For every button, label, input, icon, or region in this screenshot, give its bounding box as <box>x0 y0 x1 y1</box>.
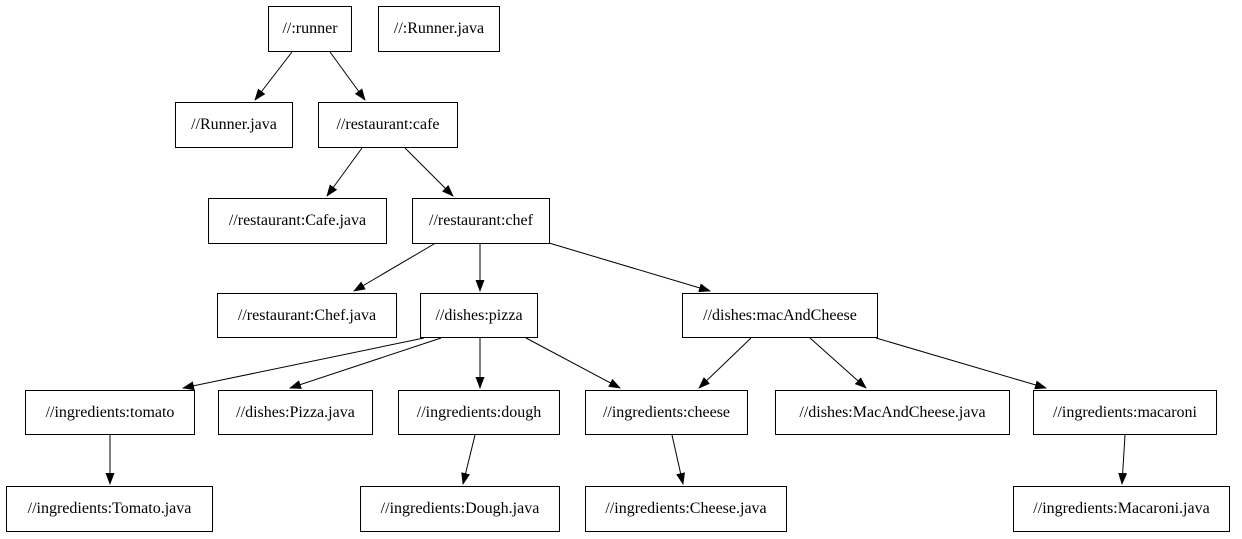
graph-node-chefJava: //restaurant:Chef.java <box>217 293 397 338</box>
graph-node-label: //:Runner.java <box>393 20 485 37</box>
graph-node-macaroni: //ingredients:macaroni <box>1033 390 1217 435</box>
graph-node-macaroniJava: //ingredients:Macaroni.java <box>1013 486 1230 532</box>
graph-node-label: //ingredients:Dough.java <box>380 500 540 517</box>
graph-node-runnerJavaRoot: //:Runner.java <box>378 6 500 52</box>
graph-node-runnerJava: //Runner.java <box>175 102 293 148</box>
graph-node-macAndCheese: //dishes:macAndCheese <box>682 293 878 338</box>
graph-node-cheeseJava: //ingredients:Cheese.java <box>585 486 787 532</box>
graph-node-label: //:runner <box>282 20 338 37</box>
graph-node-dough: //ingredients:dough <box>398 390 560 435</box>
graph-node-cafeJava: //restaurant:Cafe.java <box>208 198 387 244</box>
graph-node-label: //restaurant:Chef.java <box>237 306 377 324</box>
graph-node-macAndCheeseJava: //dishes:MacAndCheese.java <box>775 390 1010 435</box>
graph-node-tomato: //ingredients:tomato <box>25 390 195 435</box>
graph-node-tomatoJava: //ingredients:Tomato.java <box>6 486 213 532</box>
graph-node-chef: //restaurant:chef <box>412 198 550 244</box>
graph-node-label: //ingredients:tomato <box>45 403 175 421</box>
graph-node-runner: //:runner <box>268 6 352 52</box>
graph-node-label: //restaurant:chef <box>429 212 533 229</box>
graph-node-label: //ingredients:Cheese.java <box>605 500 767 517</box>
graph-node-label: //ingredients:cheese <box>602 403 731 421</box>
graph-node-label: //ingredients:Tomato.java <box>27 500 192 517</box>
graph-node-cafe: //restaurant:cafe <box>318 102 458 148</box>
graph-node-label: //ingredients:Macaroni.java <box>1033 500 1210 517</box>
graph-node-label: //ingredients:macaroni <box>1053 403 1197 421</box>
graph-node-label: //restaurant:cafe <box>336 116 440 133</box>
graph-node-doughJava: //ingredients:Dough.java <box>360 486 560 532</box>
graph-node-cheese: //ingredients:cheese <box>585 390 748 435</box>
graph-node-pizzaJava: //dishes:Pizza.java <box>218 390 373 435</box>
graph-node-pizza: //dishes:pizza <box>420 293 538 338</box>
graph-node-label: //Runner.java <box>191 116 277 133</box>
graph-node-label: //restaurant:Cafe.java <box>228 212 367 229</box>
graph-node-label: //ingredients:dough <box>416 403 542 421</box>
graph-node-label: //dishes:macAndCheese <box>703 306 857 324</box>
graph-node-label: //dishes:pizza <box>435 306 523 324</box>
graph-node-label: //dishes:MacAndCheese.java <box>799 403 986 421</box>
graph-node-label: //dishes:Pizza.java <box>236 403 355 421</box>
